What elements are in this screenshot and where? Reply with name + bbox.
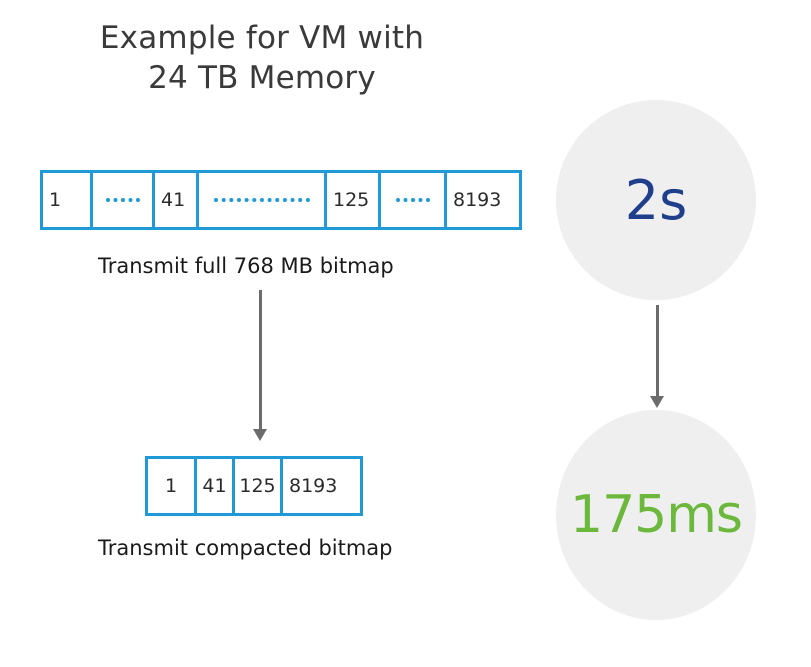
bitmap-cell: 41 (197, 459, 235, 513)
arrow-line (656, 305, 659, 397)
bitmap-cell: 125 (235, 459, 283, 513)
title-line-2: 24 TB Memory (148, 60, 376, 96)
full-bitmap-caption: Transmit full 768 MB bitmap (98, 254, 394, 278)
dotted-gap (395, 198, 430, 202)
bitmap-gap-cell (199, 173, 327, 227)
compacted-bitmap: 1 41 125 8193 (145, 456, 363, 516)
full-bitmap: 1 41 125 8193 (40, 170, 522, 230)
arrow-down-icon (650, 396, 664, 408)
title-line-1: Example for VM with (99, 20, 425, 56)
bitmap-gap-cell (381, 173, 447, 227)
bitmap-cell: 1 (148, 459, 197, 513)
dotted-gap (105, 198, 140, 202)
bitmap-cell: 8193 (453, 189, 502, 211)
dotted-gap (213, 198, 310, 202)
after-time-circle: 175ms (556, 410, 756, 620)
arrow-line (259, 290, 262, 430)
after-time-value: 175ms (570, 485, 743, 545)
bitmap-cell: 41 (155, 173, 199, 227)
bitmap-cell: 1 (43, 173, 93, 227)
bitmap-cell: 125 (327, 173, 381, 227)
compacted-bitmap-caption: Transmit compacted bitmap (98, 536, 393, 560)
arrow-down-icon (253, 429, 267, 441)
bitmap-cell: 8193 (289, 475, 338, 497)
bitmap-gap-cell (93, 173, 155, 227)
before-time-circle: 2s (556, 100, 756, 300)
diagram-title: Example for VM with 24 TB Memory (52, 18, 472, 98)
before-time-value: 2s (624, 168, 688, 232)
